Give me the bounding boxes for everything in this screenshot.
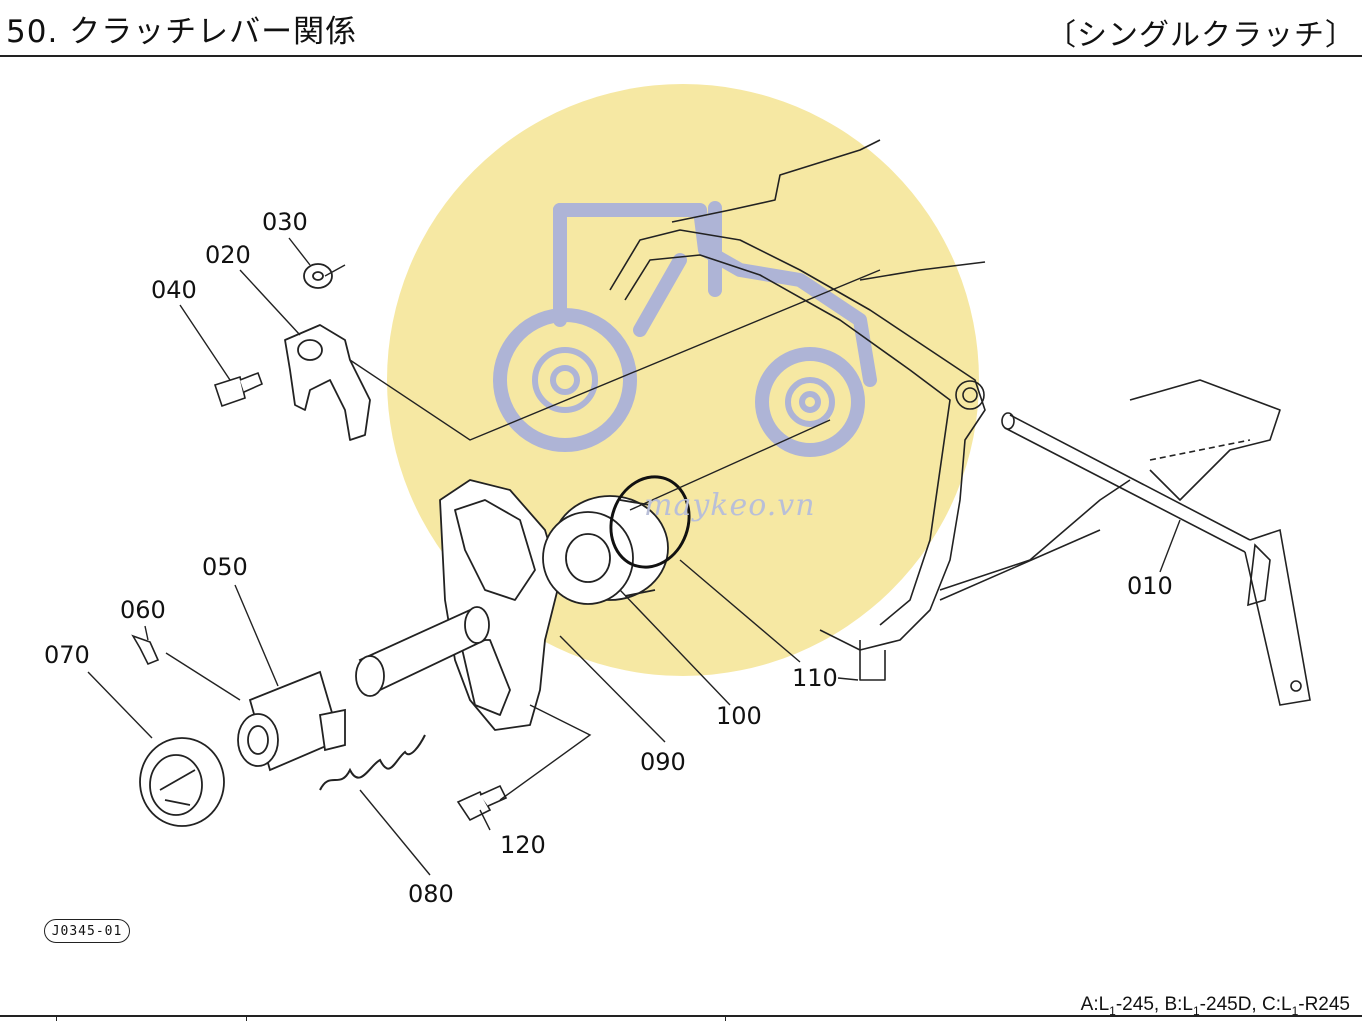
clutch-shaft-010 (1001, 412, 1311, 706)
header-divider (0, 55, 1362, 57)
part-label-060: 060 (120, 596, 166, 624)
watermark-text: maykeo.vn (644, 488, 816, 523)
bearing-holder-050 (237, 670, 346, 772)
footer-divider (0, 1015, 1362, 1017)
footer-tick (725, 1015, 726, 1021)
release-sleeve (355, 606, 490, 697)
part-label-050: 050 (202, 553, 248, 581)
spring-080 (319, 734, 426, 791)
model-c: C:L1-R245 (1261, 994, 1350, 1018)
grease-fitting-060 (131, 634, 160, 666)
tractor-icon (493, 201, 877, 457)
part-label-080: 080 (408, 880, 454, 908)
part-label-030: 030 (262, 208, 308, 236)
part-label-010: 010 (1127, 572, 1173, 600)
diagram-code-badge: J0345-01 (44, 919, 130, 943)
snap-ring-110 (609, 475, 691, 569)
clutch-housing (609, 139, 1281, 681)
swirl-icon (532, 347, 835, 427)
part-label-090: 090 (640, 748, 686, 776)
model-b: B:L1-245D, (1164, 994, 1262, 1018)
part-label-100: 100 (716, 702, 762, 730)
model-list: A:L1-245, B:L1-245D, C:L1-R245 (1081, 994, 1350, 1018)
model-a: A:L1-245, (1080, 994, 1165, 1018)
page-title: 50. クラッチレバー関係 (6, 14, 358, 50)
part-label-040: 040 (151, 276, 197, 304)
part-label-120: 120 (500, 831, 546, 859)
lever-020 (284, 324, 371, 441)
footer-tick (56, 1015, 57, 1021)
page-subtitle: 〔シングルクラッチ〕 (1046, 18, 1356, 53)
bolt-040 (213, 371, 264, 408)
release-bearing-070 (139, 737, 225, 827)
leader-lines (87, 237, 1181, 876)
washer-030 (303, 263, 333, 289)
footer-tick (246, 1015, 247, 1021)
release-fork-090 (439, 479, 561, 731)
part-label-020: 020 (205, 241, 251, 269)
part-label-110: 110 (792, 664, 838, 692)
part-label-070: 070 (44, 641, 90, 669)
